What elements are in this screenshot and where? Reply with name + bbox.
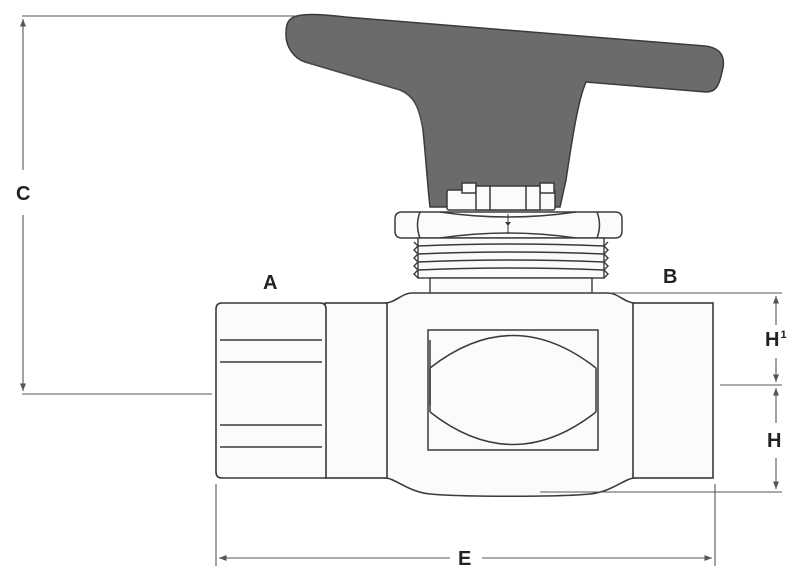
handle-lever: [285, 13, 725, 208]
dimension-lines: [19, 15, 782, 566]
t-handle-icon: [285, 13, 725, 208]
stem-nut: [446, 182, 556, 211]
port-b-label: B: [663, 266, 678, 288]
dimension-e-label: E: [458, 548, 472, 570]
dimension-c-label: C: [16, 183, 31, 205]
bonnet-threads: [413, 237, 609, 295]
port-b-end: [632, 302, 714, 479]
port-a-label: A: [263, 272, 278, 294]
bonnet-hex-nut: [394, 211, 623, 239]
dimension-h1-label: H1: [765, 329, 787, 351]
dimension-h1-superscript: 1: [780, 329, 787, 341]
dimension-h-label: H: [767, 430, 782, 452]
ball-cutaway-icon: [427, 329, 599, 451]
port-a-hex: [215, 302, 327, 479]
dimension-h1-base: H: [765, 329, 780, 351]
